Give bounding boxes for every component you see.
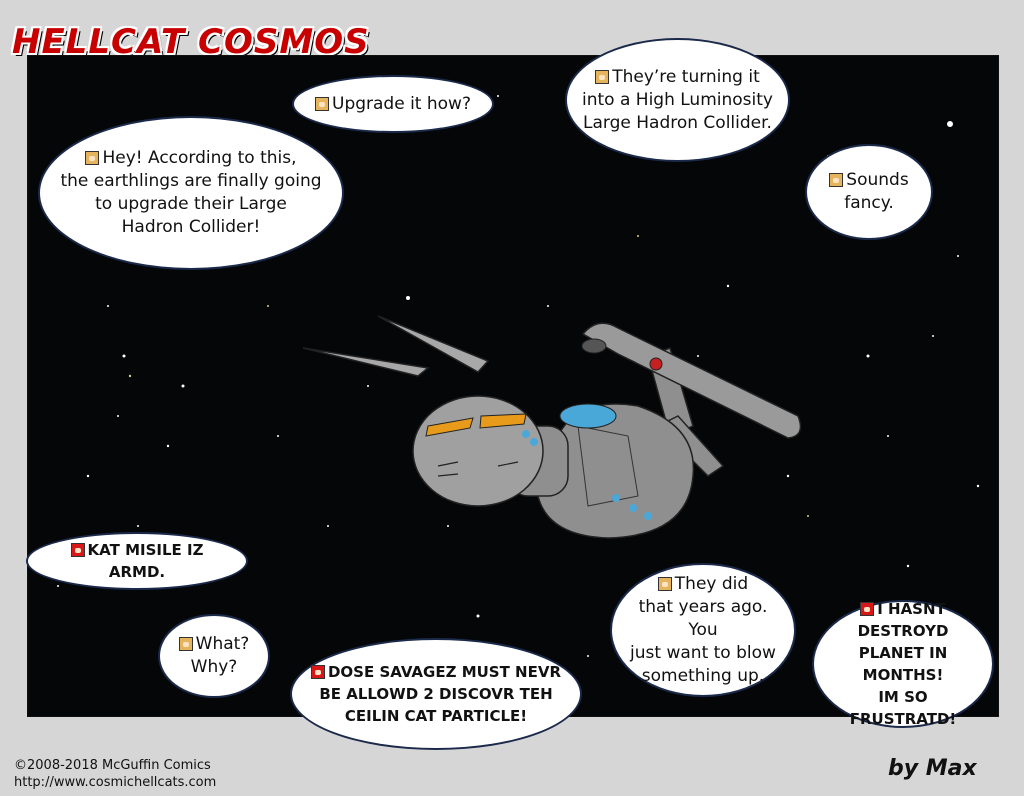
tan-cat-face-icon xyxy=(315,96,329,111)
speech-bubble-4: Sounds fancy. xyxy=(805,144,933,240)
speech-bubble-6: What? Why? xyxy=(158,614,270,698)
copyright-notice: ©2008-2018 McGuffin Comics http://www.co… xyxy=(14,757,216,791)
red-cat-face-icon xyxy=(310,665,325,679)
speech-bubble-8: They did that years ago. You just want t… xyxy=(610,563,796,697)
red-cat-face-icon xyxy=(70,543,85,557)
author-byline: by Max xyxy=(888,756,977,781)
speech-bubble-7: DOSE SAVAGEZ MUST NEVR BE ALLOWD 2 DISCO… xyxy=(290,638,582,750)
speech-bubble-9: I HASNT DESTROYD PLANET IN MONTHS! IM SO… xyxy=(812,600,994,728)
tan-cat-face-icon xyxy=(657,576,672,591)
speech-bubble-2: They’re turning it into a High Luminosit… xyxy=(565,38,790,162)
starship-cat xyxy=(302,315,802,539)
red-cat-face-icon xyxy=(860,602,875,616)
tan-cat-face-icon xyxy=(178,637,193,651)
tan-cat-face-icon xyxy=(829,173,844,187)
tan-cat-face-icon xyxy=(85,151,100,165)
speech-bubble-3: Hey! According to this, the earthlings a… xyxy=(38,116,344,270)
speech-bubble-1: Upgrade it how? xyxy=(292,75,494,133)
speech-bubble-5: KAT MISILE IZ ARMD. xyxy=(26,532,248,590)
copyright-line: ©2008-2018 McGuffin Comics xyxy=(14,758,211,773)
website-url[interactable]: http://www.cosmichellcats.com xyxy=(14,775,217,790)
tan-cat-face-icon xyxy=(595,69,610,84)
